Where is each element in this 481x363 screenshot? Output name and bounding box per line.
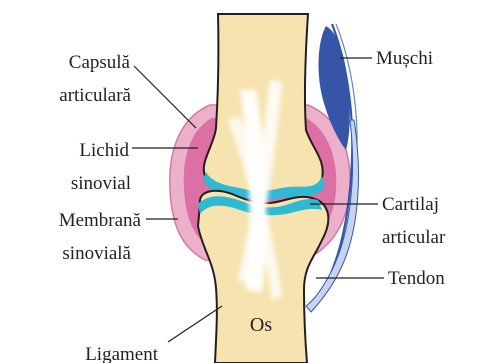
label-cartilaj-line2: articular <box>382 227 446 248</box>
label-membrana-line1: Membrană <box>59 210 142 231</box>
leader-capsula <box>134 66 196 128</box>
label-ligament: Ligament <box>85 344 159 363</box>
label-tendon: Tendon <box>388 268 445 289</box>
label-cartilaj-line1: Cartilaj <box>382 194 439 215</box>
label-muschi: Mușchi <box>376 48 433 69</box>
label-lichid-line1: Lichid <box>79 140 129 161</box>
label-capsula-line2: articulară <box>59 85 131 106</box>
label-lichid-line2: sinovial <box>71 173 131 194</box>
label-capsula-line1: Capsulă <box>69 52 131 73</box>
label-os: Os <box>250 314 272 336</box>
leader-ligament <box>168 306 222 342</box>
label-membrana-line2: sinovială <box>62 243 131 264</box>
